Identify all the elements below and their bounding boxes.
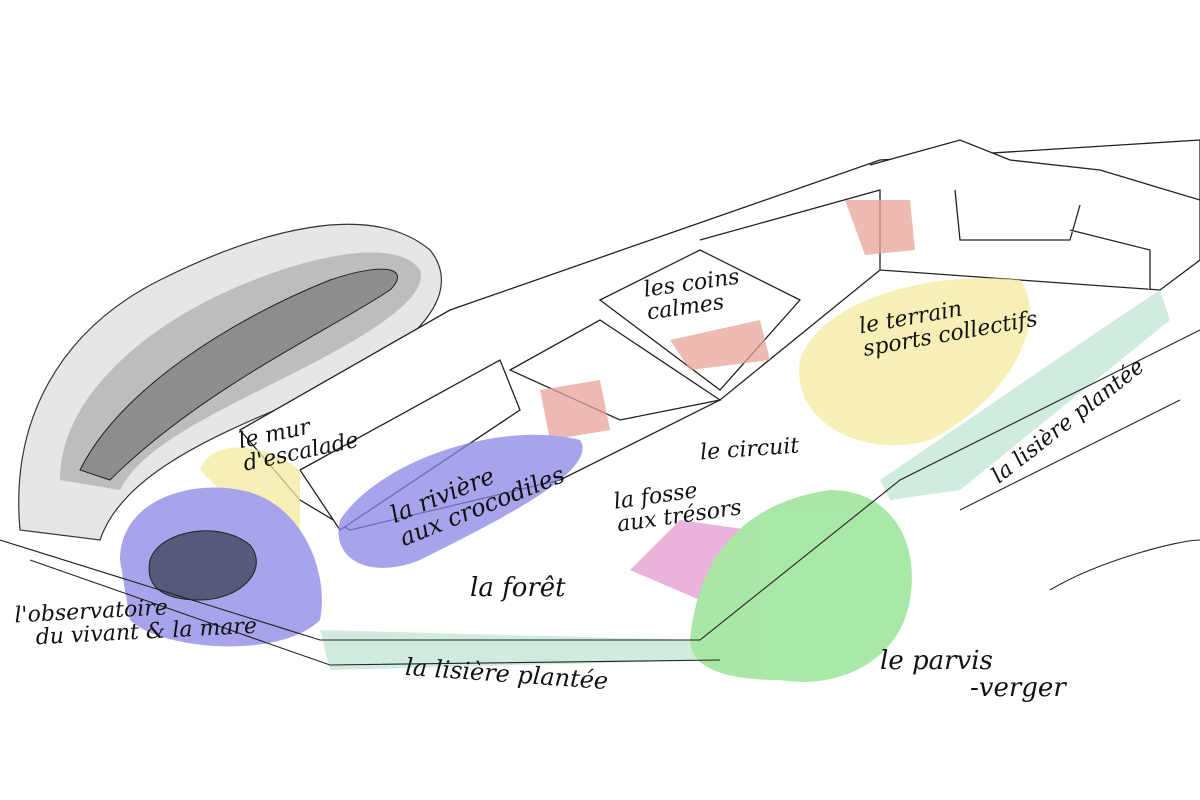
label-line: -verger: [970, 673, 1066, 704]
label-parvis: le parvis -verger: [880, 646, 1066, 704]
embankment-mound: [18, 223, 442, 541]
pond: [148, 530, 257, 601]
zone-fosse: [630, 520, 750, 600]
ground-lines: [0, 329, 1200, 666]
label-foret: la forêt: [470, 573, 566, 603]
zone-terrain: [799, 278, 1030, 446]
zone-coins-calmes: [670, 320, 770, 370]
zone-riviere: [338, 434, 583, 568]
zone-coins-calmes-2: [540, 380, 610, 440]
zone-coins-calmes-3: [845, 200, 915, 255]
zone-lisiere-right: [880, 290, 1170, 500]
label-line: le parvis: [880, 646, 993, 676]
zone-parvis: [690, 490, 912, 682]
